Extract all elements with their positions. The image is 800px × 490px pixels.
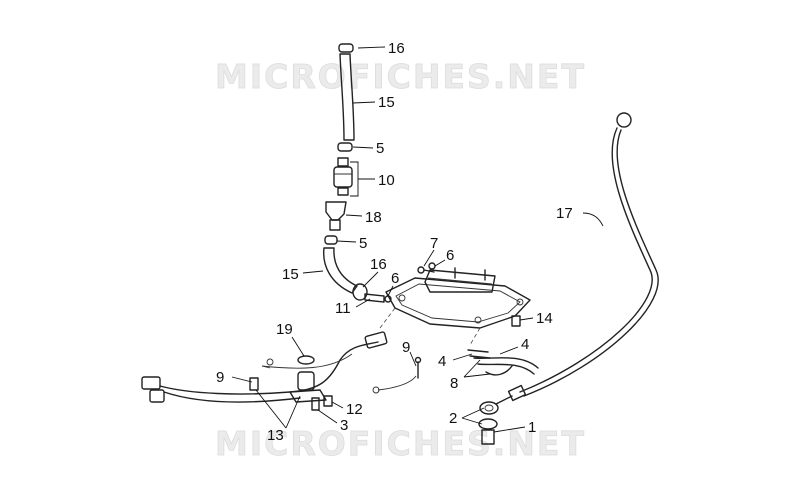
leader-lines	[231, 46, 604, 433]
callout-19: 19	[276, 321, 293, 338]
screw-icon	[414, 356, 422, 379]
callout-6-upper: 6	[446, 247, 454, 264]
bolt-icon	[417, 266, 435, 274]
callout-1: 1	[528, 419, 536, 436]
callout-15: 15	[378, 94, 395, 111]
hose-clamp-icon	[337, 142, 353, 152]
callout-6: 6	[391, 270, 399, 287]
callout-11: 11	[335, 300, 351, 317]
callout-5-lower: 5	[359, 235, 367, 252]
callout-4: 4	[438, 353, 446, 370]
connector-icon	[141, 376, 165, 403]
callout-16: 16	[388, 40, 405, 57]
callout-9: 9	[216, 369, 224, 386]
watermark-top: MICROFICHES.NET	[215, 57, 586, 96]
pan-plate-icon	[385, 267, 531, 329]
fuel-hose-icon	[339, 53, 355, 141]
callout-10: 10	[378, 172, 395, 189]
callout-8: 8	[450, 375, 458, 392]
callout-14: 14	[536, 310, 553, 327]
callout-13: 13	[267, 427, 284, 444]
callout-4-right: 4	[521, 336, 529, 353]
banjo-bolt-icon	[481, 429, 495, 445]
callout-3: 3	[340, 417, 348, 434]
bolt-icon	[511, 315, 521, 327]
callout-16-lower: 16	[370, 256, 387, 273]
spacer-icon	[323, 395, 333, 407]
hose-clamp-icon	[352, 283, 368, 301]
callout-numbers: 16 15 5 10 18 5 15 16 6 11 7 6 14 17 19 …	[216, 40, 573, 444]
watermark-bottom: MICROFICHES.NET	[215, 424, 586, 463]
callout-9-right: 9	[402, 339, 410, 356]
brake-line-icon	[507, 112, 659, 402]
fuel-connector-icon	[325, 201, 347, 231]
sensor-icon	[364, 331, 388, 349]
bolt-icon	[311, 397, 320, 411]
callout-18: 18	[365, 209, 382, 226]
callout-7: 7	[430, 235, 438, 252]
hose-clamp-icon	[324, 235, 338, 245]
callout-15-lower: 15	[282, 266, 299, 283]
callout-12: 12	[346, 401, 363, 418]
bolt-icon	[249, 377, 259, 391]
fuel-filter-icon	[333, 157, 353, 196]
callout-17: 17	[556, 205, 573, 222]
callout-5: 5	[376, 140, 384, 157]
mounting-bracket-icon	[289, 355, 327, 403]
assembly-line	[379, 307, 396, 329]
fuel-hose-icon	[323, 247, 358, 294]
wiring-harness-icon	[159, 341, 417, 403]
assembly-line	[469, 327, 481, 346]
hose-clamp-icon	[338, 43, 354, 53]
banjo-fitting-icon	[478, 395, 513, 430]
washer-icon	[428, 262, 436, 270]
callout-2: 2	[449, 410, 457, 427]
hose-pipe-icon	[467, 349, 539, 376]
